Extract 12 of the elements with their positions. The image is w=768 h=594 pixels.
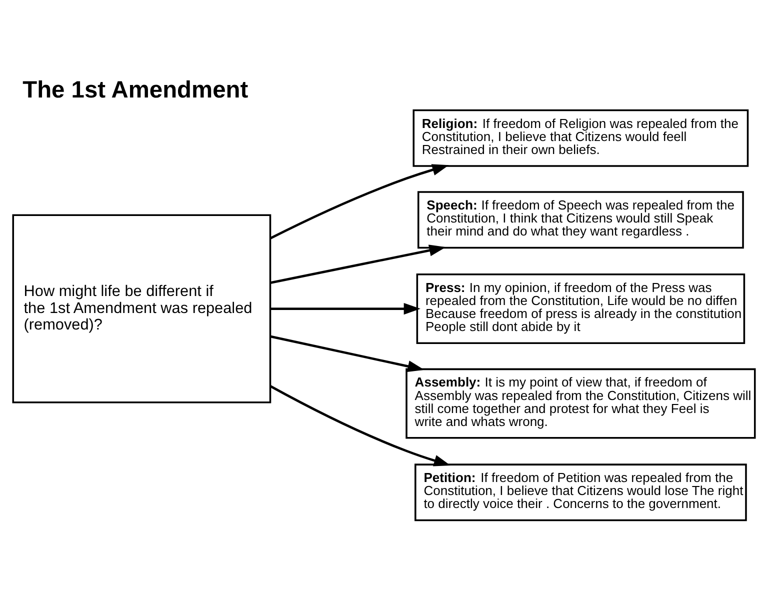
- node-box: Petition: If freedom of Petition was repealed from the Constitution, I believe that Citizens would lose The right to directly voice their . Concerns to the government.: [414, 463, 747, 521]
- arrow: [270, 244, 446, 284]
- arrow: [270, 384, 451, 466]
- node-box: Speech: If freedom of Speech was repealed from the Constitution, I think that Citizens would still Speak their mind and do what they want regardless .: [417, 190, 744, 248]
- diagram-title: The 1st Amendment: [22, 76, 248, 103]
- node-box: Press: In my opinion, if freedom of the Press was repealed from the Constitution, Life would be no diffen Because freedom of press is already in the constitution People still dont abide by it: [416, 273, 746, 344]
- node-box: Religion: If freedom of Religion was repealed from the Constitution, I believe that Citizens would feell Restrained in their own beliefs.: [412, 108, 749, 166]
- arrow: [270, 334, 424, 372]
- node-box: Assembly: It is my point of view that, if freedom of Assembly was repealed from the Constitution, Citizens will still come together and protest for what they Feel is write and whats wrong.: [406, 368, 756, 438]
- arrow: [270, 164, 449, 239]
- arrow: [270, 302, 420, 314]
- node-box: How might life be different if the 1st Amendment was repealed (removed)?: [12, 214, 272, 403]
